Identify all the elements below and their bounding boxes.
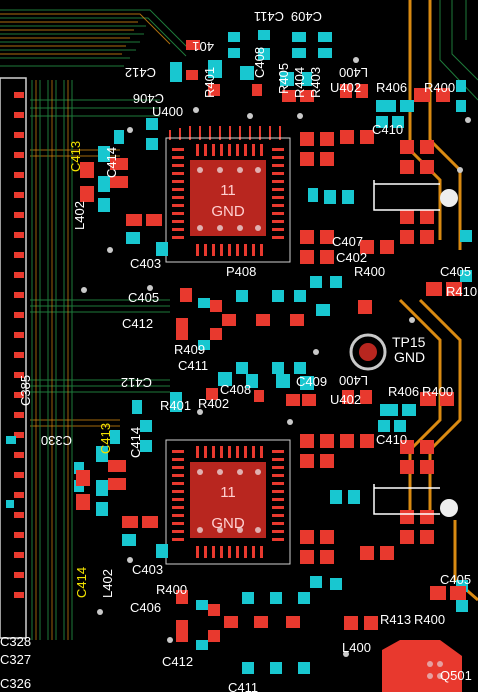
- ref-c403-lo: C403: [132, 562, 163, 577]
- upper-ic-label-1: 11: [220, 182, 236, 199]
- lower-ic-label-1: 11: [220, 484, 236, 501]
- ref-401-up: 401: [192, 39, 214, 54]
- ref-r400-up: R400: [424, 80, 455, 95]
- lower-ic-outline: [165, 439, 291, 565]
- ref-c414-lo: C414: [128, 427, 143, 458]
- ref-r413-lo: R413: [380, 612, 411, 627]
- upper-ic-thermal-pad: [190, 160, 266, 236]
- ref-c413b-lo: C414: [74, 567, 89, 598]
- right-jack-outlines: [373, 180, 440, 515]
- ref-r406-up: R406: [376, 80, 407, 95]
- ref-p408-up: P408: [226, 264, 256, 279]
- ref-c409-up: C409: [291, 9, 322, 24]
- testpoint-net: GND: [394, 349, 425, 365]
- ref-c407-up: C407: [332, 234, 363, 249]
- ref-u400-up: U400: [152, 104, 183, 119]
- ref-l402-lo: L402: [100, 569, 115, 598]
- ref-c413-lo: C413: [98, 423, 113, 454]
- ref-c411-up: C411: [254, 9, 284, 24]
- ref-c402-up: C402: [336, 250, 367, 265]
- component-pads: [74, 30, 472, 692]
- ref-l400-lo: L400: [339, 373, 368, 388]
- ref-c385: C385: [18, 375, 33, 406]
- lower-ic-section: 11 GND: [165, 439, 291, 565]
- ref-r410-up: R410: [446, 284, 477, 299]
- ref-r400-lo: R400: [422, 384, 453, 399]
- vias: [81, 57, 471, 657]
- ref-c405-up: C405: [440, 264, 471, 279]
- lower-ic-label-2: GND: [211, 515, 245, 532]
- ref-r400b-up: R400: [354, 264, 385, 279]
- white-mounting-dots: [440, 189, 458, 517]
- ref-c410-up: C410: [372, 122, 403, 137]
- ref-c327: C327: [0, 652, 31, 667]
- ref-c330: C330: [41, 433, 72, 448]
- ref-c403-up: C403: [130, 256, 161, 271]
- ref-l400b-lo: L400: [342, 640, 371, 655]
- ref-c411-lo: C411: [228, 680, 258, 692]
- ref-r401-lo: R401: [160, 398, 191, 413]
- ref-c409-lo: C409: [296, 374, 327, 389]
- ref-r400c-lo: R400: [414, 612, 445, 627]
- ref-c408-lo: C408: [220, 382, 251, 397]
- upper-ic-label-2: GND: [211, 203, 245, 220]
- ref-r403-up: R403: [308, 67, 323, 98]
- lower-ic-thermal-pad: [190, 462, 266, 538]
- left-bus-traces: [0, 9, 191, 640]
- upper-ic-section: 11 GND: [165, 126, 291, 263]
- ref-c406b-up: C405: [128, 290, 159, 305]
- ref-c410-lo: C410: [376, 432, 407, 447]
- ref-c326: C326: [0, 676, 31, 691]
- ref-c412-up: C412: [125, 65, 156, 80]
- silkscreen-upper: C411 C409 401 R401 C408 R405 R404 R403 L…: [68, 9, 477, 373]
- testpoint-tp15: TP15 GND: [349, 333, 426, 371]
- ref-c411b-up: C411: [178, 358, 208, 373]
- ref-c328: C328: [0, 634, 31, 649]
- ref-c413-up: C413: [68, 141, 83, 172]
- ref-l402-up: L402: [72, 201, 87, 230]
- ref-c412b-up: C412: [122, 316, 153, 331]
- ref-c405-lo: C405: [440, 572, 471, 587]
- upper-ic-outline: [165, 137, 291, 263]
- ref-r402-lo: R402: [198, 396, 229, 411]
- ref-c406-up: C406: [133, 91, 164, 106]
- connector-outline: [0, 77, 27, 639]
- silkscreen-left: C385 C330 C328 C327 C326: [0, 375, 72, 691]
- ref-r404-up: R404: [292, 67, 307, 98]
- copper-pour: [382, 640, 462, 692]
- ref-c412-lo: C412: [121, 375, 152, 390]
- ref-c412b-lo: C412: [162, 654, 193, 669]
- silkscreen-lower: C412 C408 C409 L400 R406 R400 U402 R401 …: [74, 373, 472, 692]
- ref-r400b-lo: R400: [156, 582, 187, 597]
- ref-l400-up: L400: [339, 65, 368, 80]
- ref-r405-up: R405: [276, 63, 291, 94]
- testpoint-name: TP15: [392, 334, 426, 350]
- ref-u402-up: U402: [330, 80, 361, 95]
- ref-c414-up: C414: [104, 147, 119, 178]
- ref-q501-lo: Q501: [440, 668, 472, 683]
- ref-r409-up: R409: [174, 342, 205, 357]
- ref-c406-lo: C406: [130, 600, 161, 615]
- ref-c408-up: C408: [252, 47, 267, 78]
- ref-u402-lo: U402: [330, 392, 361, 407]
- ref-r401-up: R401: [202, 67, 217, 98]
- ref-r406-lo: R406: [388, 384, 419, 399]
